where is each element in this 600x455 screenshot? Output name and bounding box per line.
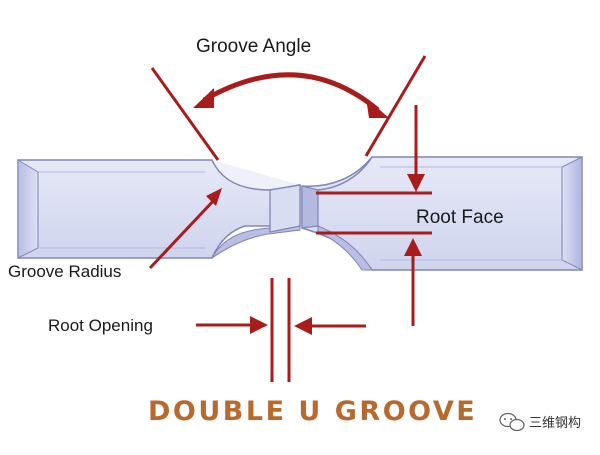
groove-angle-arc-arrow [202, 72, 380, 112]
groove-angle-indicator [150, 55, 427, 161]
groove-radius-arrow [148, 196, 218, 270]
groove-radius-label: Groove Radius [8, 262, 121, 281]
root-face-down-arrowhead [407, 174, 425, 192]
root-opening-right-arrowhead [294, 317, 312, 335]
root-face-indicator [316, 105, 432, 326]
groove-radius-arrowhead [206, 188, 222, 206]
right-plate [301, 156, 583, 271]
groove-angle-label: Groove Angle [196, 36, 311, 57]
root-face-up-arrowhead [404, 238, 422, 256]
root-opening-indicator [196, 278, 366, 382]
wechat-logo-icon [499, 412, 525, 432]
groove-angle-left-line [150, 67, 220, 161]
groove-angle-arrowhead-left [193, 88, 214, 108]
groove-angle-arrowhead-right [366, 98, 389, 118]
watermark-text: 三维钢构 [529, 415, 581, 430]
diagram-title: DOUBLE U GROOVE [148, 396, 477, 427]
groove-radius-indicator [148, 188, 222, 270]
groove-angle-right-line [364, 55, 427, 157]
root-opening-left-arrowhead [250, 316, 268, 334]
root-opening-label: Root Opening [48, 316, 153, 335]
watermark: 三维钢构 [499, 412, 581, 432]
left-plate [17, 159, 301, 259]
root-face-label: Root Face [416, 207, 504, 228]
